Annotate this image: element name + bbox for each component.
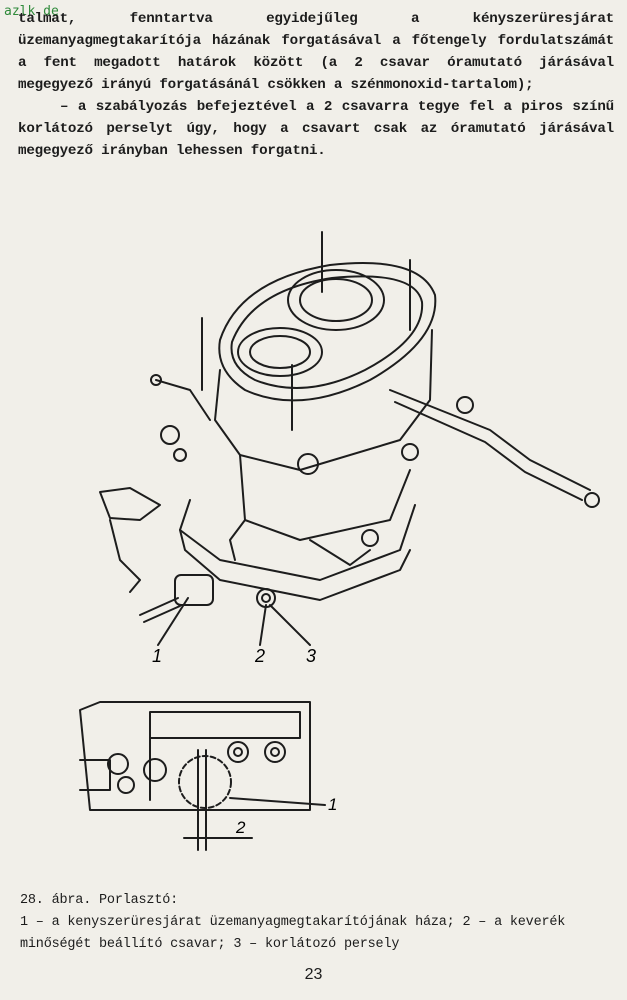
page-number: 23	[304, 966, 323, 983]
figure-label-1: 1	[152, 646, 162, 666]
paragraph-2: – a szabályozás befejeztével a 2 csavarr…	[18, 99, 614, 159]
caption-title: 28. ábra. Porlasztó:	[20, 893, 179, 908]
screw-detail-illustration: 1 2	[79, 701, 337, 851]
caption-text: 1 – a kenyszerüresjárat üzemanyagmegtaka…	[20, 915, 566, 952]
watermark: azlk.de	[4, 4, 59, 19]
figure-label-2: 2	[254, 646, 265, 666]
figure-caption: 28. ábra. Porlasztó: 1 – a kenyszerüresj…	[20, 890, 610, 956]
detail-label-2: 2	[235, 818, 246, 837]
carburetor-illustration: 1 2 3	[99, 231, 600, 666]
body-text: talmat, fenntartva egyidejűleg a kénysze…	[18, 8, 614, 162]
paragraph-1: talmat, fenntartva egyidejűleg a kénysze…	[18, 11, 614, 93]
detail-label-1: 1	[328, 795, 337, 814]
figure-label-3: 3	[306, 646, 316, 666]
